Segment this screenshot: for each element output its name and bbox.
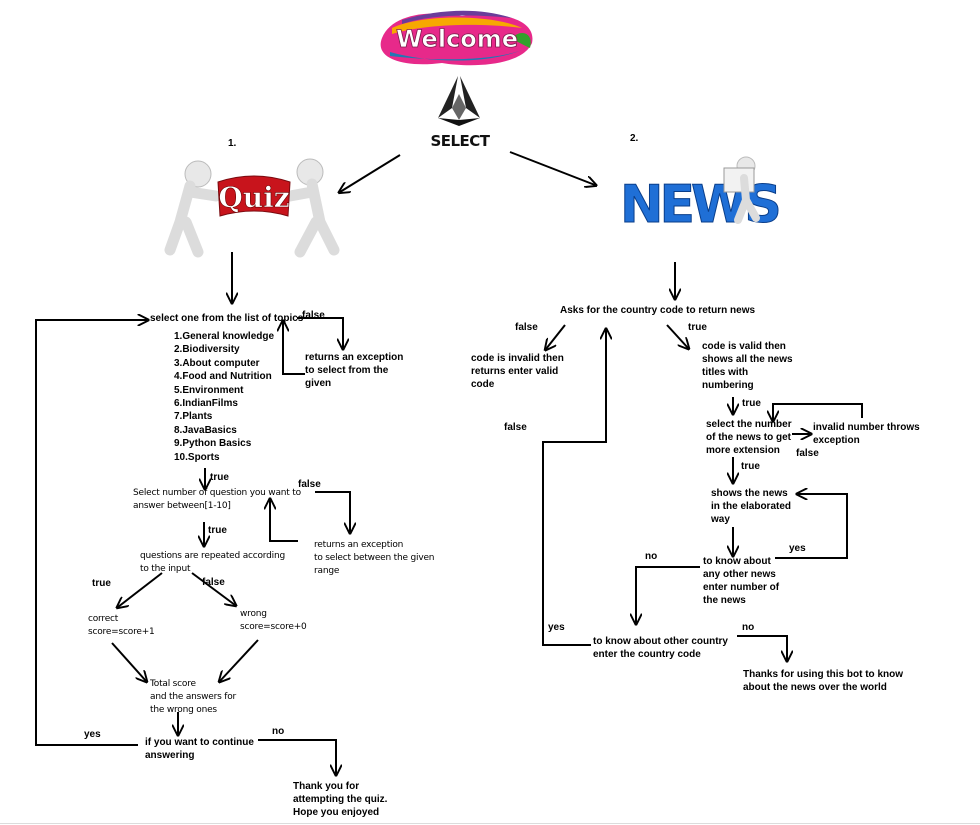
news-valid-code: code is valid then shows all the news ti… [702,341,793,391]
quiz-select-topic: select one from the list of topics [150,313,304,324]
arrow-continue-no [258,739,336,774]
arrow-country-no [737,635,787,660]
quiz-true-label-3: true [92,578,111,589]
welcome-logo: Welcome [372,8,542,70]
news-image-text: NEWS [620,175,778,235]
quiz-image: Quiz [150,122,360,272]
news-elaborated: shows the news in the elaborated way [711,488,792,525]
news-select-number: select the number of the news to get mor… [706,419,792,456]
news-other-news: to know about any other news enter numbe… [703,556,780,606]
select-logo: SELECT [408,74,512,154]
quiz-branch-number: 1. [228,138,237,149]
arrow-repeat-false [191,572,235,605]
quiz-exception-1: returns an exception to select from the … [305,352,404,389]
arrow-correct-to-total [111,642,146,681]
news-true-label-2: true [742,398,761,409]
arrow-continue-yes-loop [35,320,147,746]
quiz-repeated: questions are repeated according to the … [140,551,285,574]
arrow-country-yes-loop [542,330,606,646]
news-true-label-3: true [741,461,760,472]
arrow-number-false [315,491,350,532]
news-invalid-code: code is invalid then returns enter valid… [471,353,564,390]
news-false-label-2: false [796,448,819,459]
news-invalid-number: invalid number throws exception [813,422,920,446]
arrow-ask-true [666,324,688,348]
quiz-wrong: wrong score=score+0 [240,609,307,632]
quiz-continue: if you want to continue answering [145,737,254,761]
quiz-correct: correct score=score+1 [88,614,155,637]
quiz-topic-list: 1.General knowledge 2.Biodiversity 3.Abo… [174,331,275,463]
arrow-topic-false [297,317,343,348]
arrow-select-to-quiz [340,154,401,192]
news-false-left-label: false [504,422,527,433]
news-ask-code: Asks for the country code to return news [560,305,756,316]
news-yes-label-1: yes [789,543,806,554]
news-no-label-2: no [742,622,755,633]
quiz-false-label-3: false [202,577,225,588]
arrow-other-no [636,566,700,623]
welcome-logo-text: Welcome [396,25,518,53]
quiz-true-label-1: true [210,472,229,483]
quiz-exception-2: returns an exception to select between t… [314,540,435,576]
arrow-wrong-to-total [220,639,259,681]
quiz-no-label: no [272,726,285,737]
news-false-label-1: false [515,322,538,333]
news-image: NEWS [616,150,786,260]
quiz-image-text: Quiz [218,181,289,214]
news-yes-label-2: yes [548,622,565,633]
arrow-select-to-news [509,151,595,185]
quiz-true-label-2: true [208,525,227,536]
arrow-other-yes-loop [775,494,848,559]
quiz-false-label-1: false [302,310,325,321]
news-other-country: to know about other country enter the co… [593,636,728,660]
news-branch-number: 2. [630,133,639,144]
arrow-ask-false [546,324,566,349]
arrow-invalid-back [773,403,863,420]
quiz-thanks: Thank you for attempting the quiz. Hope … [293,781,388,818]
quiz-select-number: Select number of question you want to an… [133,488,301,511]
news-no-label-1: no [645,551,658,562]
arrow-exception-back-topic [283,322,305,375]
quiz-false-label-2: false [298,479,321,490]
page-bottom-border [0,823,980,824]
news-true-label-1: true [688,322,707,333]
news-thanks: Thanks for using this bot to know about … [743,669,903,693]
select-logo-text: SELECT [430,132,490,150]
arrow-exception-back-number [270,500,298,542]
arrow-repeat-true [118,572,163,607]
quiz-total-score: Total score and the answers for the wron… [150,679,237,715]
quiz-yes-label: yes [84,729,101,740]
